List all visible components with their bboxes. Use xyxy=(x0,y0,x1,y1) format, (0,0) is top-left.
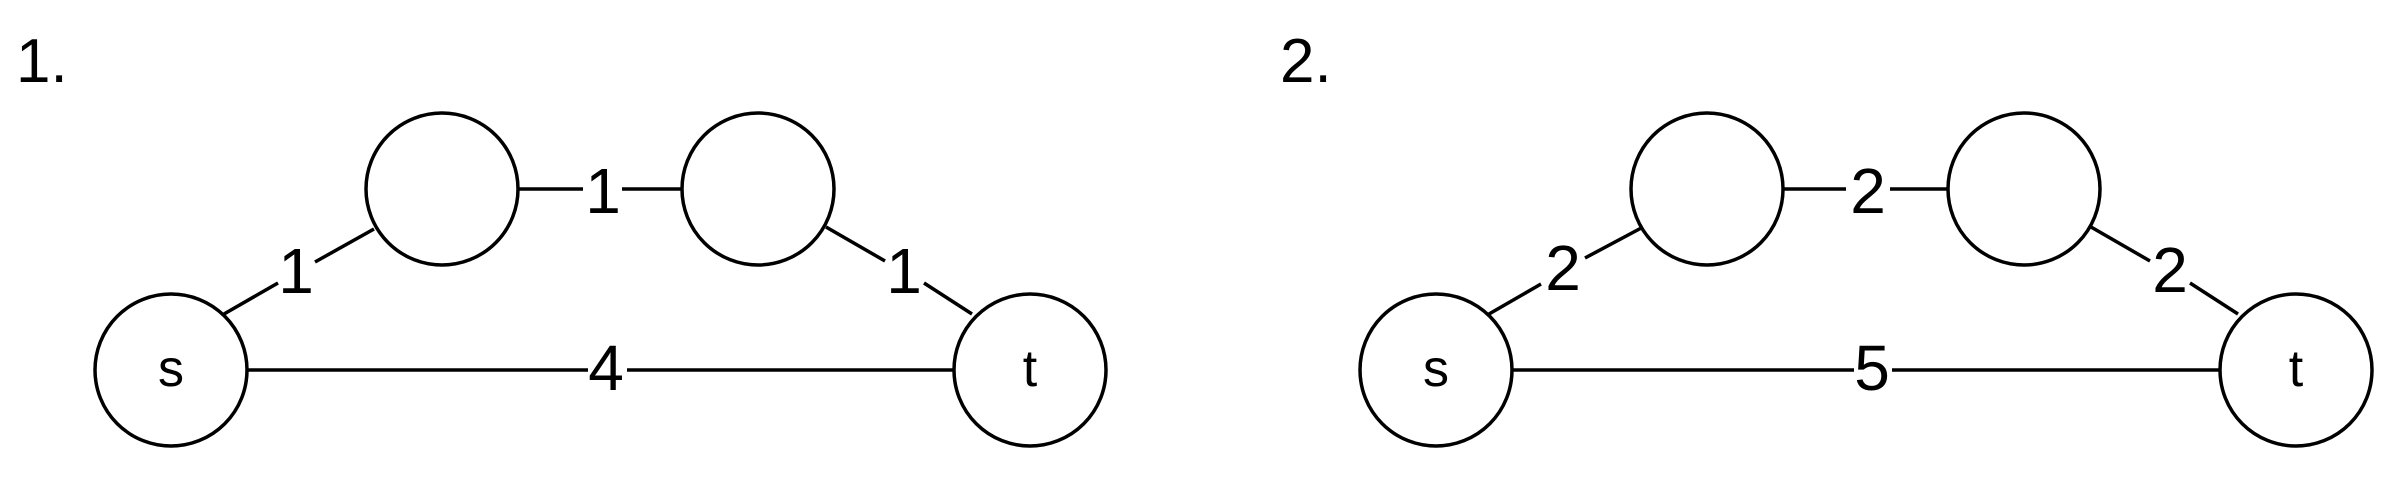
edge-s-a-left xyxy=(223,281,279,316)
edge-label-b-t: 2 xyxy=(2152,234,2188,306)
edge-b-t-left xyxy=(825,225,886,263)
edge-label-a-b: 1 xyxy=(585,155,621,227)
node-t xyxy=(2218,292,2374,448)
node-a xyxy=(1629,111,1785,267)
node-label-s: s xyxy=(1423,340,1449,398)
edge-s-a-right xyxy=(1584,224,1646,260)
edge-b-t-right xyxy=(2189,281,2239,316)
edge-s-a-left xyxy=(1488,282,1542,316)
node-label-t: t xyxy=(1023,340,1038,398)
edge-label-s-t: 5 xyxy=(1854,332,1890,404)
node-b xyxy=(680,111,836,267)
diagram-2-label: 2. xyxy=(1280,27,1332,96)
node-b xyxy=(1946,111,2102,267)
node-s xyxy=(1358,292,1514,448)
edge-b-t-left xyxy=(2090,225,2151,263)
edge-label-s-a: 1 xyxy=(278,235,314,307)
edge-label-s-t: 4 xyxy=(588,332,624,404)
node-label-t: t xyxy=(2289,340,2304,398)
edge-s-a-right xyxy=(314,227,375,264)
edge-b-t-right xyxy=(923,281,973,316)
node-s xyxy=(93,292,249,448)
diagram-1: 1. 1 1 1 4 s t xyxy=(16,27,1108,448)
diagram-1-label: 1. xyxy=(16,27,68,96)
edge-label-a-b: 2 xyxy=(1850,155,1886,227)
edge-label-s-a: 2 xyxy=(1545,232,1581,304)
node-a xyxy=(364,111,520,267)
edge-label-b-t: 1 xyxy=(886,235,922,307)
diagram-2: 2. 2 2 2 5 s t xyxy=(1280,27,2374,448)
node-t xyxy=(952,292,1108,448)
node-label-s: s xyxy=(158,340,184,398)
